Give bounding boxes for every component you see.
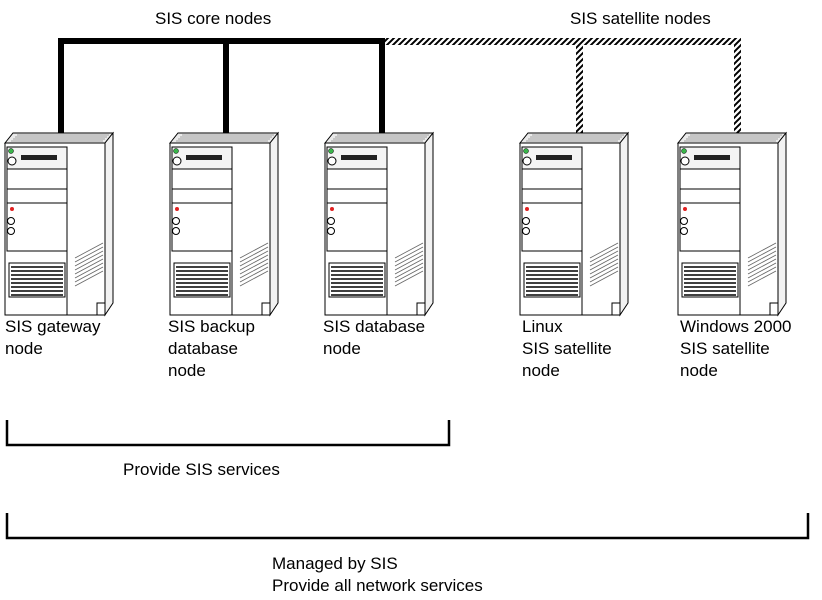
linux-link bbox=[576, 38, 583, 133]
managed-bracket-label-line1: Managed by SIS bbox=[272, 554, 398, 573]
services-bracket-label: Provide SIS services bbox=[123, 460, 280, 479]
windows-satellite-node-label: Windows 2000 SIS satellite node bbox=[680, 317, 792, 380]
database-server-icon bbox=[324, 132, 434, 316]
satellite-nodes-label: SIS satellite nodes bbox=[570, 9, 711, 28]
backup-database-server-icon bbox=[169, 132, 279, 316]
gateway-server-icon bbox=[4, 132, 114, 316]
core-nodes-label: SIS core nodes bbox=[155, 9, 272, 28]
windows-satellite-server-icon bbox=[677, 132, 787, 316]
managed-bracket bbox=[5, 513, 810, 540]
managed-bracket-label-line2: Provide all network services bbox=[272, 576, 483, 595]
services-bracket bbox=[5, 420, 451, 447]
windows-link bbox=[734, 38, 741, 133]
satellite-bus bbox=[385, 38, 741, 133]
core-bus bbox=[58, 38, 385, 133]
database-node-label: SIS database node bbox=[323, 317, 426, 358]
backup-database-node-label: SIS backup database node bbox=[168, 317, 255, 380]
gateway-node-label: SIS gateway node bbox=[5, 317, 101, 358]
linux-satellite-server-icon bbox=[519, 132, 629, 316]
linux-satellite-node-label: Linux SIS satellite node bbox=[522, 317, 612, 380]
